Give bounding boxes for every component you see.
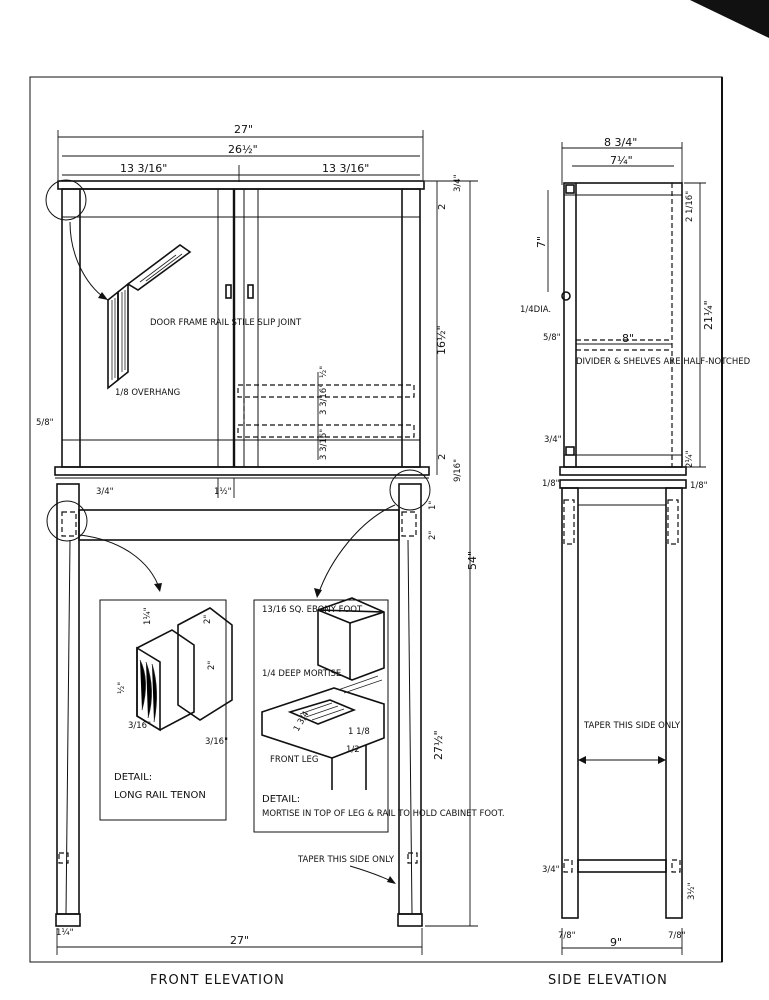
side-top-right-label: 2 1/16" (685, 191, 695, 222)
front-apron-label: 2" (428, 531, 438, 540)
side-stretcher-left-label: 3/4" (542, 865, 560, 875)
tenon-dim-4: ½" (117, 682, 127, 694)
callout-mortise (389, 469, 431, 511)
tenon-dim-3: 2" (207, 661, 217, 670)
side-foot-right-label: 7/8" (668, 931, 686, 941)
side-taper-note: TAPER THIS SIDE ONLY (583, 721, 681, 731)
apron-rail (78, 509, 400, 541)
tenon-dim-2: 2" (203, 615, 213, 624)
front-foot-gap-label: 9/16" (453, 459, 463, 482)
tenon-rail-block (177, 607, 233, 721)
ebony-foot-note: 13/16 SQ. EBONY FOOT (262, 605, 363, 615)
mortise-recess (287, 699, 357, 725)
front-elevation-caption: FRONT ELEVATION (150, 973, 285, 988)
left-door-handle (225, 284, 232, 299)
side-reveal-label: 5/8" (36, 418, 54, 428)
side-front-leg (561, 487, 579, 919)
front-overall-top-label: 27" (234, 123, 253, 136)
side-foot-small-label: 3/4" (544, 435, 562, 445)
tenon-detail-caption: LONG RAIL TENON (114, 790, 206, 801)
side-base-right-label: 1/8" (690, 481, 708, 491)
right-door-width-label: 13 3/16" (322, 162, 369, 175)
stile-width-label: 1½" (214, 487, 232, 497)
leader-rail-tenon (79, 534, 161, 591)
mortise-detail-title: DETAIL: (262, 794, 300, 805)
tenon-detail-title: DETAIL: (114, 772, 152, 783)
tenon-dim-6: 3/16" (205, 737, 228, 747)
side-elevation: 8 3/4" 7¼" 21¼" 2 1/16" 2¼" 1/8" 3½" (520, 136, 751, 955)
leg-inset-label: 3/4" (96, 487, 114, 497)
mortise-detail-frame (253, 599, 389, 833)
right-door-handle (247, 284, 254, 299)
side-bottom-width-label: 9" (610, 936, 622, 949)
front-apron-gap-label: 1" (428, 501, 438, 510)
side-base (559, 466, 687, 476)
side-elevation-caption: SIDE ELEVATION (548, 973, 668, 988)
left-door-width-label: 13 3/16" (120, 162, 167, 175)
side-shelf-width-label: 8" (622, 332, 634, 345)
front-leg-height-label: 27½" (432, 730, 445, 760)
leg-bottom-label: 1¼" (56, 928, 74, 938)
shelf-space-2-label: 3 3/16" (319, 429, 329, 460)
leg-rail-top (261, 687, 385, 759)
overhang-note: 1/8 OVERHANG (115, 388, 180, 398)
tenon-dim-5: 3/16" (128, 721, 151, 731)
hidden-shelf-1 (237, 384, 415, 398)
mortise-detail-caption: MORTISE IN TOP OF LEG & RAIL TO HOLD CAB… (262, 809, 505, 819)
front-height-total-label: 54" (466, 551, 479, 570)
ebony-foot (317, 597, 385, 681)
shelf-space-1-label: 3 3/16" (319, 384, 329, 415)
front-leg-note: FRONT LEG (270, 755, 318, 765)
mortise-dim-3: 1/2 (346, 745, 360, 755)
side-height-label: 21¼" (702, 300, 715, 330)
side-back-leg (665, 487, 683, 919)
scan-shadow (690, 0, 769, 38)
left-foot (55, 913, 81, 927)
callout-rail-tenon (46, 500, 88, 542)
side-shelf-offset-label: 5/8" (543, 333, 561, 343)
right-foot (397, 913, 423, 927)
shelf-top-label: ½" (319, 366, 329, 378)
side-pin-dist-label: 7" (535, 236, 548, 248)
mortise-dim-2: 1 1/8 (348, 727, 370, 737)
front-top-thick-label: 3/4" (453, 174, 463, 192)
deep-mortise-note: 1/4 DEEP MORTISE (262, 669, 341, 679)
cabinet-bottom (54, 466, 430, 476)
side-bottom-right-label: 2¼" (685, 450, 695, 468)
side-pin-hole (561, 291, 571, 301)
front-cabinet-height-label: 16½" (435, 325, 448, 355)
side-overall-top-label: 8 3/4" (604, 136, 637, 149)
side-inner-top-label: 7¼" (610, 154, 633, 167)
door-rail-top (126, 244, 192, 291)
dividers-note: DIVIDER & SHELVES ARE HALF-NOTCHED (576, 357, 751, 367)
door-frame-note: DOOR FRAME RAIL STILE SLIP JOINT (150, 318, 302, 328)
front-elevation: 27" 26½" 13 3/16" 13 3/16" (36, 123, 479, 955)
callout-door-frame (45, 179, 87, 221)
side-stretcher-right-label: 3½" (687, 882, 697, 900)
side-base-left-label: 1/8" (542, 479, 560, 489)
side-foot-left-label: 7/8" (558, 931, 576, 941)
hidden-shelf-2 (237, 424, 415, 438)
tenon-dim-1: 1¼" (143, 607, 153, 625)
side-stretcher (577, 859, 667, 873)
leader-mortise (317, 504, 396, 596)
detail-rail-tenon: 1¼" 2" 2" ½" 3/16" 3/16" DETAIL: LONG RA… (99, 599, 233, 821)
tenon-detail-frame (99, 599, 227, 821)
detail-door-frame: DOOR FRAME RAIL STILE SLIP JOINT 1/8 OVE… (107, 244, 302, 398)
front-taper-note: TAPER THIS SIDE ONLY (297, 855, 395, 865)
front-top-rail-label: 2 (437, 204, 448, 210)
side-pin-dia-label: 1/4DIA. (520, 305, 551, 315)
front-overall-bottom-label: 27" (230, 934, 249, 947)
front-bottom-rail-label: 2 (437, 454, 448, 460)
front-inner-top-label: 26½" (228, 143, 258, 156)
